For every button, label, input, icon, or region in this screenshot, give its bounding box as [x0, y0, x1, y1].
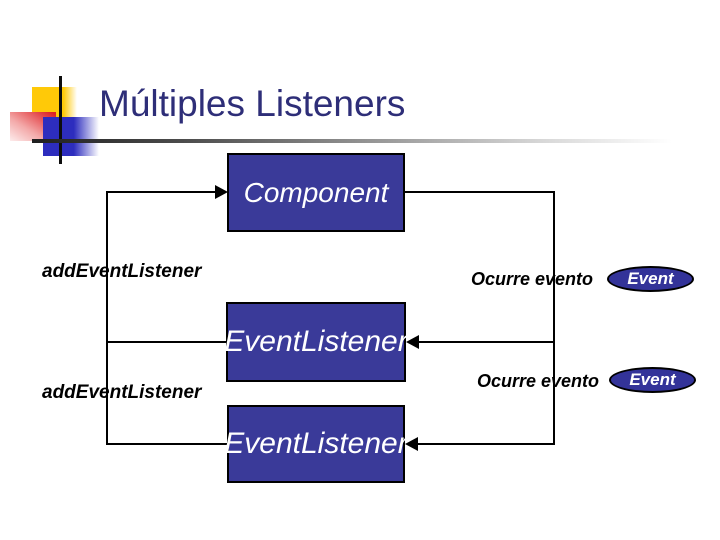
add-event-listener-label: addEventListener [42, 261, 202, 282]
event-listener-box: EventListener [224, 302, 408, 382]
connector-bottom-right [418, 443, 555, 445]
connector-top-left [106, 191, 216, 193]
connector-right-vertical [553, 191, 555, 445]
event-oval: Event [607, 266, 694, 292]
page-title: Múltiples Listeners [99, 83, 406, 124]
add-event-listener-label: addEventListener [42, 382, 202, 403]
event-occurs-label: Ocurre evento [471, 269, 594, 289]
connector-bottom-left [106, 443, 229, 445]
event-occurs-label: Ocurre evento [477, 371, 600, 391]
event-listener-label: EventListener [224, 325, 408, 358]
connector-top-right [405, 191, 555, 193]
event-oval: Event [609, 367, 696, 393]
event-oval-label: Event [629, 370, 676, 389]
arrowhead-left-icon [406, 335, 419, 349]
event-listener-box: EventListener [224, 405, 408, 483]
arrowhead-right-icon [215, 185, 228, 199]
event-oval-label: Event [627, 269, 674, 288]
connector-mid-left [106, 341, 228, 343]
accent-blue-square [43, 117, 99, 156]
event-listener-label: EventListener [224, 427, 408, 460]
arrowhead-left-icon [405, 437, 418, 451]
component-box: Component [227, 153, 405, 232]
component-label: Component [243, 176, 389, 208]
connector-left-vertical [106, 191, 108, 445]
title-underline [32, 139, 672, 143]
connector-mid-right [419, 341, 555, 343]
decoration-vertical-line [59, 76, 62, 164]
